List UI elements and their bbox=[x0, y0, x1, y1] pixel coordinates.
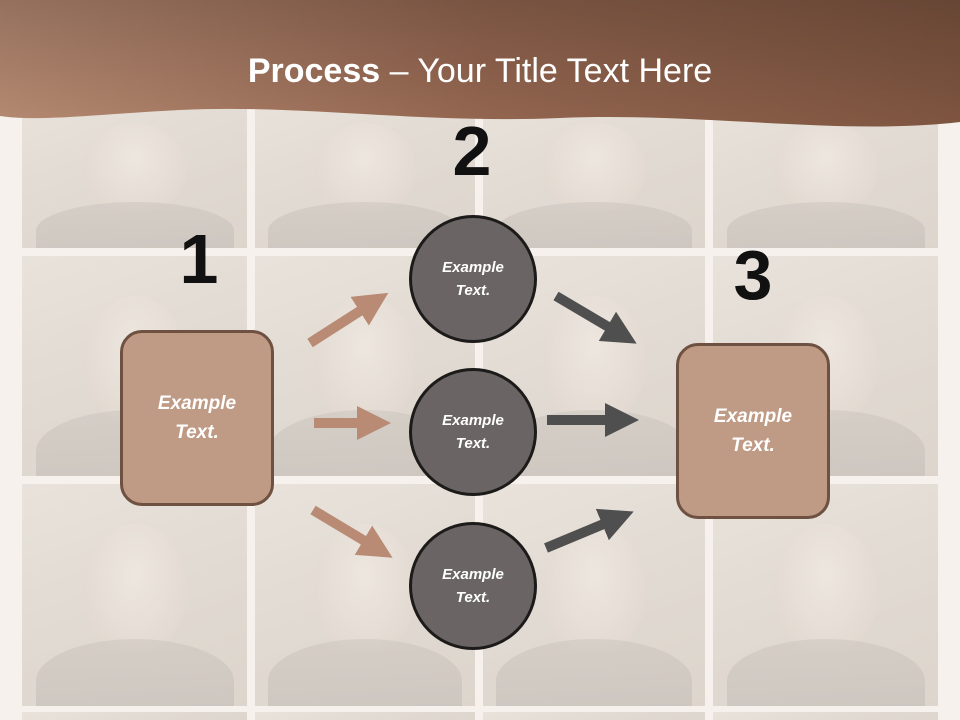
step-3-box-text: Example Text. bbox=[713, 406, 793, 456]
portrait-tile bbox=[483, 712, 705, 720]
step-2-circle-bottom[interactable]: Example Text. bbox=[409, 522, 537, 650]
portrait-tile bbox=[22, 712, 247, 720]
portrait-tile bbox=[255, 712, 475, 720]
page-title: Process – Your Title Text Here bbox=[0, 52, 960, 91]
portrait-tile bbox=[713, 484, 938, 706]
step-number-1: 1 bbox=[179, 220, 219, 298]
portrait-tile bbox=[22, 96, 247, 248]
circle-text: Example Text. bbox=[442, 259, 504, 299]
step-1-box-text: Example Text. bbox=[157, 393, 237, 443]
portrait-tile bbox=[22, 484, 247, 706]
step-2-circle-top[interactable]: Example Text. bbox=[409, 215, 537, 343]
title-dash: – bbox=[380, 52, 418, 90]
step-1-box[interactable]: Example Text. bbox=[120, 330, 274, 506]
title-banner bbox=[0, 0, 960, 127]
circle-text: Example Text. bbox=[442, 412, 504, 452]
circle-text: Example Text. bbox=[442, 566, 504, 606]
portrait-tile bbox=[713, 712, 938, 720]
portrait-tile bbox=[255, 96, 475, 248]
portrait-tile bbox=[483, 96, 705, 248]
step-number-3: 3 bbox=[733, 236, 773, 314]
title-rest: Your Title Text Here bbox=[417, 52, 713, 90]
step-3-box[interactable]: Example Text. bbox=[676, 343, 830, 519]
title-bold: Process bbox=[247, 52, 381, 90]
step-2-circle-middle[interactable]: Example Text. bbox=[409, 368, 537, 496]
step-number-2: 2 bbox=[452, 112, 492, 190]
